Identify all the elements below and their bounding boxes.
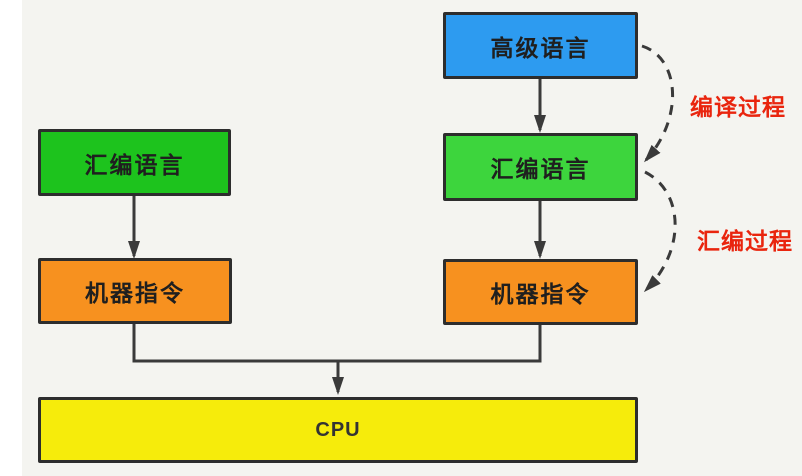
connector-machine-to-bus <box>132 324 542 363</box>
assemble-process-annotation: 汇编过程 <box>697 228 793 254</box>
box-assembly-language-right-label: 汇编语言 <box>490 156 591 182</box>
box-high-level-language: 高级语言 <box>443 12 638 79</box>
box-assembly-language-left-label: 汇编语言 <box>84 151 185 178</box>
box-machine-instructions-right: 机器指令 <box>443 259 638 325</box>
box-high-level-language-label: 高级语言 <box>490 34 591 61</box>
box-assembly-language-right: 汇编语言 <box>443 133 638 201</box>
box-machine-instructions-right-label: 机器指令 <box>490 281 591 307</box>
left-margin-strip <box>0 0 22 476</box>
box-cpu-label: CPU <box>315 418 361 441</box>
box-cpu: CPU <box>38 397 638 463</box>
assemble-process-dashed-arrow <box>643 170 677 293</box>
box-assembly-language-left: 汇编语言 <box>38 129 231 196</box>
compile-process-annotation: 编译过程 <box>690 94 786 120</box>
box-machine-instructions-left-label: 机器指令 <box>85 280 185 306</box>
compile-process-dashed-arrow <box>641 44 675 163</box>
box-machine-instructions-left: 机器指令 <box>38 258 232 324</box>
